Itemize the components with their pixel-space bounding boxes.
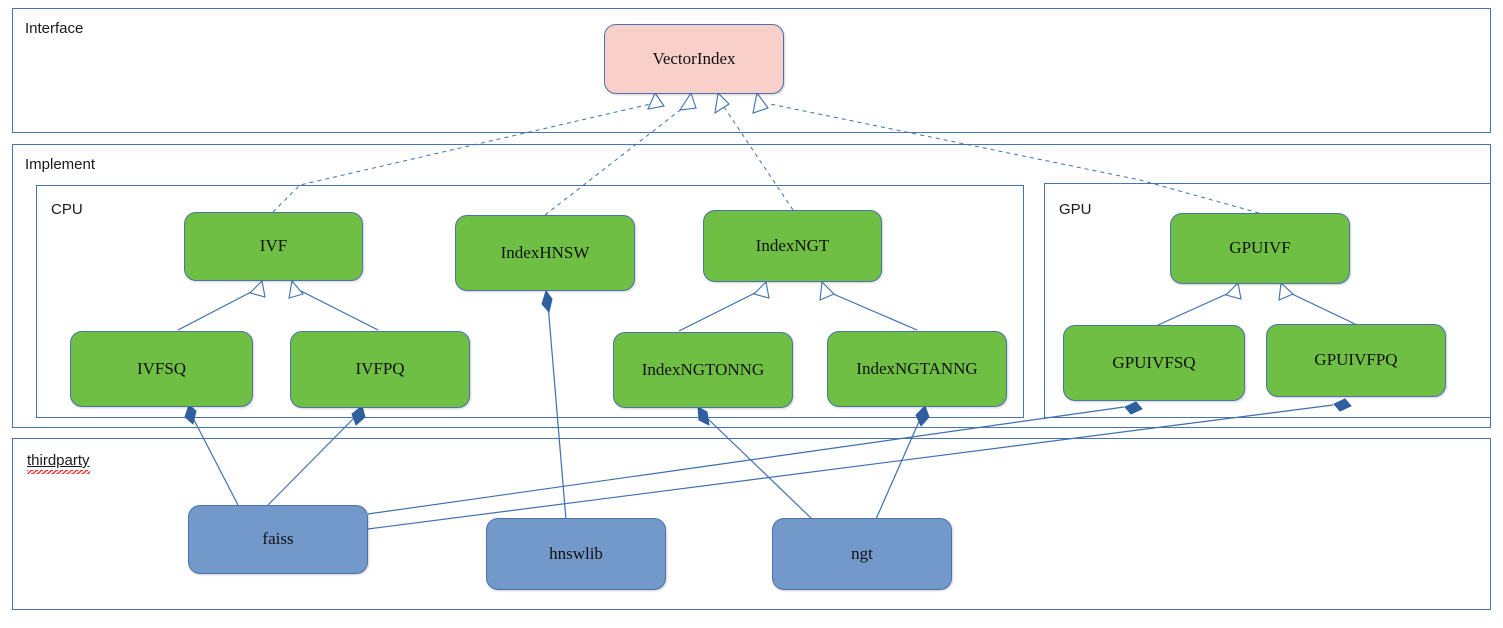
node-ngt[interactable]: ngt [772,518,952,590]
node-gpuivf[interactable]: GPUIVF [1170,213,1350,284]
group-label-implement: Implement [25,156,96,173]
node-label-indexngt: IndexNGT [755,235,830,255]
node-gpuivfpq[interactable]: GPUIVFPQ [1266,324,1446,397]
node-hnswlib[interactable]: hnswlib [486,518,666,590]
node-indexngtonng[interactable]: IndexNGTONNG [613,332,793,408]
node-label-indexhnsw: IndexHNSW [500,242,590,262]
node-label-gpuivf: GPUIVF [1229,238,1291,258]
node-label-indexngtonng: IndexNGTONNG [641,359,765,379]
group-label-thirdparty: thirdparty [27,453,90,474]
node-ivfsq[interactable]: IVFSQ [70,331,253,407]
node-label-vectorindex: VectorIndex [652,48,736,68]
node-label-hnswlib: hnswlib [549,543,603,563]
node-faiss[interactable]: faiss [188,505,368,574]
node-indexngtanng[interactable]: IndexNGTANNG [827,331,1007,407]
node-label-ngt: ngt [851,543,873,563]
node-label-ivf: IVF [259,236,288,256]
node-gpuivfsq[interactable]: GPUIVFSQ [1063,325,1245,401]
node-indexngt[interactable]: IndexNGT [703,210,882,282]
node-vectorindex[interactable]: VectorIndex [604,24,784,94]
node-label-gpuivfpq: GPUIVFPQ [1314,350,1398,370]
node-ivf[interactable]: IVF [184,212,363,281]
spellcheck-underline-icon [27,470,90,474]
node-indexhnsw[interactable]: IndexHNSW [455,215,635,291]
node-label-faiss: faiss [262,529,294,549]
group-label-cpu: CPU [51,201,83,218]
node-ivfpq[interactable]: IVFPQ [290,331,470,408]
node-label-gpuivfsq: GPUIVFSQ [1112,352,1196,372]
node-label-indexngtanng: IndexNGTANNG [856,358,978,378]
group-label-gpu: GPU [1059,201,1092,218]
group-label-interface: Interface [25,20,84,37]
node-label-ivfsq: IVFSQ [136,358,187,378]
node-label-ivfpq: IVFPQ [355,359,405,379]
